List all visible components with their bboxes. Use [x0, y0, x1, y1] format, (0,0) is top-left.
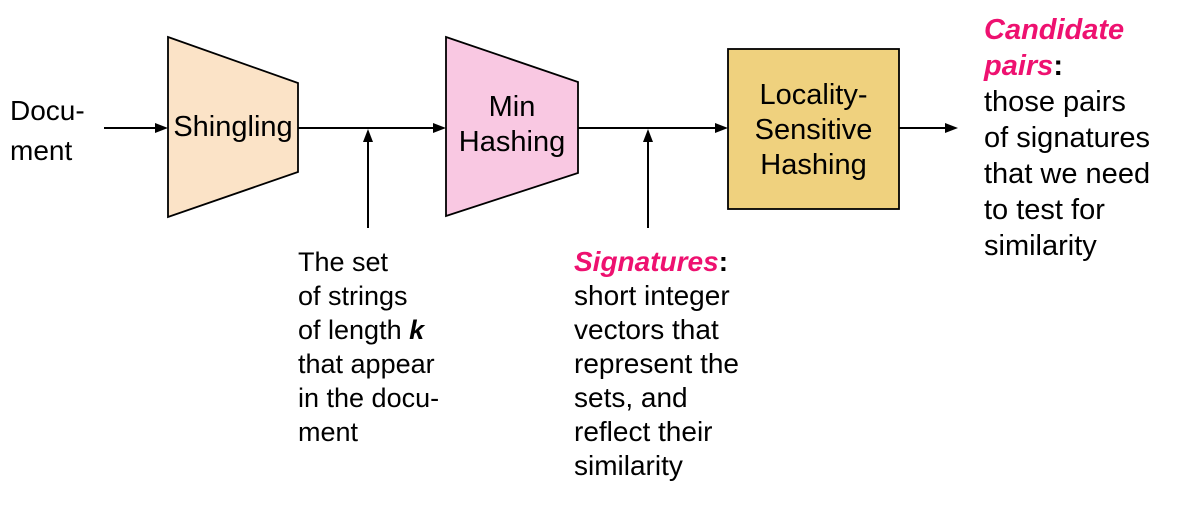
pointer-arrow-shingles-output: [363, 129, 373, 228]
lsh-stage-label: Locality- Sensitive Hashing: [728, 78, 899, 183]
shingles-annotation-line6: ment: [298, 417, 359, 447]
candidate-pairs-line3: that we need: [984, 158, 1151, 190]
arrowhead-icon: [715, 123, 728, 133]
lsh-label-line3: Hashing: [760, 149, 867, 181]
signatures-title-colon: :: [718, 246, 729, 277]
signatures-annotation-line3: represent the: [574, 348, 739, 379]
min-hashing-label-line1: Min: [488, 91, 536, 123]
shingles-annotation-line3-text: of length: [298, 315, 410, 345]
arrow-document-to-shingling: [104, 123, 168, 133]
arrowhead-icon: [433, 123, 446, 133]
candidate-pairs-title-colon: :: [1053, 50, 1063, 82]
shingling-stage-label: Shingling: [168, 110, 298, 144]
candidate-pairs-line2: of signatures: [984, 122, 1151, 154]
signatures-annotation-title: Signatures:: [574, 245, 739, 279]
arrowhead-icon: [363, 129, 373, 142]
min-hashing-stage-label: Min Hashing: [446, 90, 578, 160]
candidate-pairs-title-text: pairs: [984, 50, 1054, 82]
arrowhead-icon: [945, 123, 958, 133]
candidate-pairs-annotation: Candidate pairs: those pairs of signatur…: [984, 12, 1150, 264]
arrow-shingling-to-minhashing: [298, 123, 446, 133]
lsh-label-line2: Sensitive: [754, 114, 873, 146]
document-label-line2: ment: [10, 135, 73, 166]
signatures-annotation-line5: reflect their: [574, 416, 713, 447]
candidate-pairs-line5: similarity: [984, 230, 1097, 262]
arrow-lsh-to-candidates: [899, 123, 958, 133]
shingles-annotation: The set of strings of length k that appe…: [298, 245, 439, 449]
shingles-annotation-line1: The set: [298, 247, 389, 277]
min-hashing-label-line2: Hashing: [458, 126, 566, 158]
arrow-minhashing-to-lsh: [578, 123, 728, 133]
candidate-pairs-line1: those pairs: [984, 86, 1126, 118]
lsh-label-line1: Locality-: [759, 79, 868, 111]
document-label-line1: Docu-: [10, 95, 85, 126]
shingling-trapezoid: [167, 35, 299, 219]
signatures-annotation-line2: vectors that: [574, 314, 719, 345]
arrowhead-icon: [155, 123, 168, 133]
shingles-annotation-line5: in the docu-: [298, 383, 440, 413]
shingling-label-text: Shingling: [173, 111, 293, 143]
shingles-annotation-line2: of strings: [298, 281, 408, 311]
shingles-annotation-line4: that appear: [298, 349, 435, 379]
pointer-arrow-signatures-output: [643, 129, 653, 228]
candidate-pairs-line4: to test for: [984, 194, 1105, 226]
signatures-title-text: Signatures: [574, 246, 719, 277]
arrowhead-icon: [643, 129, 653, 142]
lsh-box: [727, 48, 900, 210]
signatures-annotation-line1: short integer: [574, 280, 730, 311]
shingle-length-k: k: [409, 315, 425, 345]
signatures-annotation-line4: sets, and: [574, 382, 688, 413]
document-label: Docu- ment: [10, 91, 85, 171]
shingles-annotation-line3: of length k: [298, 313, 439, 347]
signatures-annotation-line6: similarity: [574, 450, 683, 481]
min-hashing-trapezoid: [445, 35, 579, 218]
candidate-pairs-title-line2: pairs:: [984, 48, 1150, 84]
candidate-pairs-title-line1: Candidate: [984, 14, 1125, 46]
signatures-annotation: Signatures: short integer vectors that r…: [574, 245, 739, 483]
